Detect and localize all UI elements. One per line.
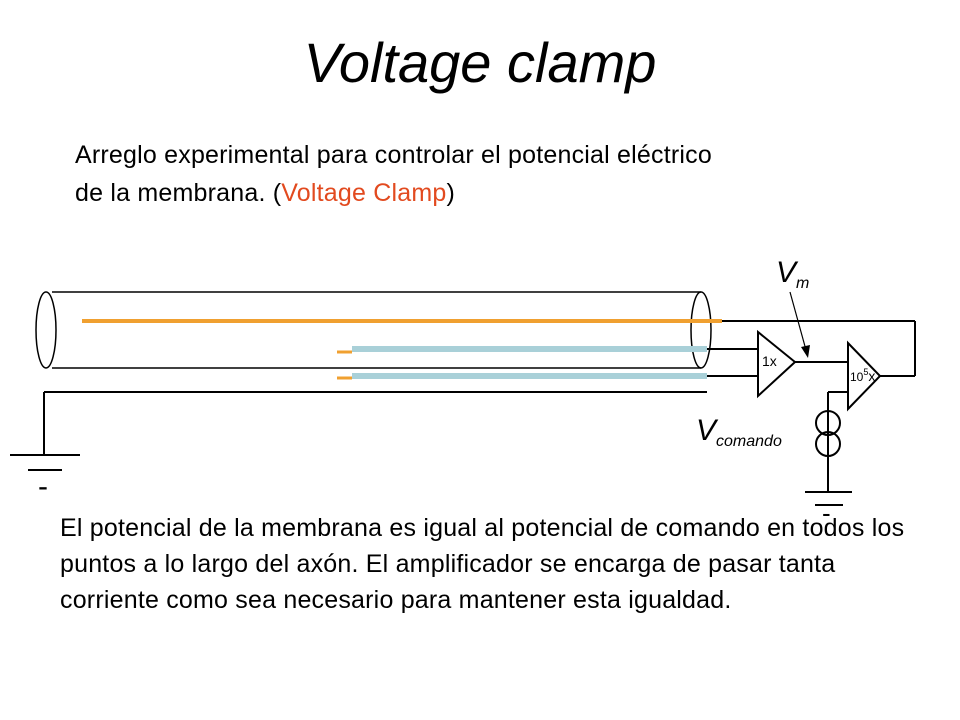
amp2-base: 10 xyxy=(850,370,864,384)
voltage-clamp-highlight: Voltage Clamp xyxy=(281,179,447,207)
feedback-amplifier xyxy=(847,340,882,412)
vm-label: Vm xyxy=(776,256,809,292)
vm-arrow-head xyxy=(801,345,810,358)
amp2-exponent: 5 xyxy=(863,367,868,377)
vm-label-main: V xyxy=(776,256,799,289)
unity-gain-amplifier xyxy=(757,329,797,399)
axon-cylinder xyxy=(35,291,712,369)
explanation-paragraph: El potencial de la membrana es igual al … xyxy=(60,514,905,614)
slide-title: Voltage clamp xyxy=(303,31,657,94)
axon-left-end xyxy=(35,291,57,369)
vcomando-label-main: V xyxy=(696,414,719,447)
intro-line-2-suffix: ) xyxy=(446,179,456,207)
amp1-label: 1x xyxy=(762,353,777,369)
amp2-label: 105x xyxy=(850,367,875,384)
vcomando-label-sub: comando xyxy=(716,433,782,450)
right-ground-sign: - xyxy=(822,498,831,528)
vm-label-sub: m xyxy=(796,275,809,292)
intro-line-1: Arreglo experimental para controlar el p… xyxy=(75,141,712,169)
right-ground xyxy=(805,491,852,506)
intro-line-2: de la membrana. (Voltage Clamp) xyxy=(75,174,905,212)
command-voltage-source xyxy=(815,410,841,457)
left-ground-sign: - xyxy=(38,470,48,503)
axon-right-end xyxy=(690,291,712,369)
circuit-wires xyxy=(43,320,916,492)
intro-line-2-prefix: de la membrana. ( xyxy=(75,179,282,207)
intro-paragraph: Arreglo experimental para controlar el p… xyxy=(75,136,905,212)
amp2-suffix: x xyxy=(868,368,875,384)
vm-arrow-line xyxy=(789,291,807,351)
left-ground xyxy=(10,454,80,471)
vcomando-label: Vcomando xyxy=(696,414,782,450)
